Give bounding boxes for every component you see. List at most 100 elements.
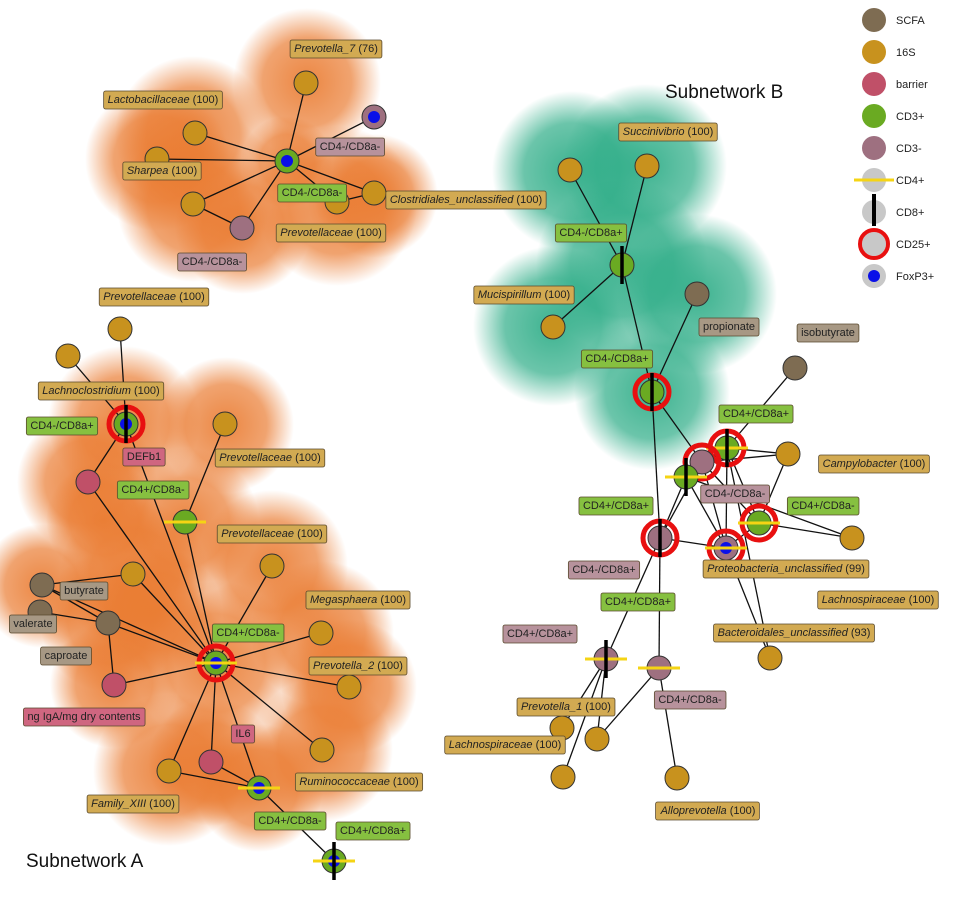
label-score: (100) — [146, 798, 175, 810]
node-m6[interactable] — [585, 640, 627, 678]
node-s_lacto[interactable] — [182, 120, 208, 146]
node-body — [782, 355, 808, 381]
label-L6: Clostridiales_unclassified (100) — [385, 190, 547, 210]
node-s_succ1[interactable] — [557, 157, 583, 183]
label-text: CD4+/CD8a- — [658, 694, 722, 706]
node-t1[interactable] — [274, 148, 300, 174]
legend-label: CD25+ — [896, 239, 931, 251]
node-b_defb1[interactable] — [75, 469, 101, 495]
node-t11[interactable] — [738, 503, 780, 543]
node-m7[interactable] — [638, 655, 680, 681]
node-body — [293, 70, 319, 96]
node-t5[interactable] — [238, 775, 280, 801]
node-m1[interactable] — [361, 104, 387, 130]
label-text: CD4-/CD8a- — [320, 141, 381, 153]
label-box — [177, 252, 247, 272]
label-taxon: Alloprevotella — [660, 805, 727, 817]
node-c_but[interactable] — [29, 572, 55, 598]
edge-t3-t4 — [184, 521, 217, 664]
label-L1: Prevotella_7 (76) — [289, 39, 383, 59]
node-s_lach_b2[interactable] — [550, 764, 576, 790]
label-box — [305, 590, 411, 610]
node-s_sharpea2[interactable] — [180, 191, 206, 217]
node-c_cap[interactable] — [95, 610, 121, 636]
legend-foxp3-dot — [868, 270, 880, 282]
node-s_fam[interactable] — [156, 758, 182, 784]
label-text: Prevotellaceae (100) — [219, 452, 321, 464]
label-box — [817, 590, 939, 610]
label-score: (100) — [897, 458, 926, 470]
label-L32: CD4-/CD8a+ — [580, 349, 654, 369]
node-s_prev1b[interactable] — [584, 726, 610, 752]
label-L13: Prevotellaceae (100) — [214, 448, 326, 468]
node-c_isob[interactable] — [782, 355, 808, 381]
edge-t4-s_mid_a — [132, 573, 217, 664]
legend-label: CD3- — [896, 143, 922, 155]
label-L11: CD4-/CD8a+ — [25, 416, 99, 436]
node-s_succ2[interactable] — [634, 153, 660, 179]
node-s_allo[interactable] — [664, 765, 690, 791]
label-L38: CD4+/CD8a- — [786, 496, 860, 516]
label-score: (100) — [168, 165, 197, 177]
node-s_muc[interactable] — [540, 314, 566, 340]
node-s_mega[interactable] — [308, 620, 334, 646]
node-t7[interactable] — [609, 246, 635, 284]
node-t6[interactable] — [313, 842, 355, 880]
label-taxon: Bacteroidales_unclassified — [718, 627, 849, 639]
node-s_clos[interactable] — [361, 180, 387, 206]
node-s_lach_a[interactable] — [55, 343, 81, 369]
node-s_prev2[interactable] — [336, 674, 362, 700]
node-s_lach_b1[interactable] — [839, 525, 865, 551]
label-text: Family_XIII (100) — [91, 798, 175, 810]
label-box — [580, 349, 654, 369]
legend-label: 16S — [896, 47, 916, 59]
label-text: Prevotellaceae (100) — [221, 528, 323, 540]
label-box — [122, 447, 166, 467]
node-s_mid_a[interactable] — [120, 561, 146, 587]
label-L31: propionate — [698, 317, 760, 337]
node-s_prev7[interactable] — [293, 70, 319, 96]
node-t10[interactable] — [665, 458, 707, 496]
node-s_bact[interactable] — [757, 645, 783, 671]
label-text: CD4-/CD8a- — [705, 488, 766, 500]
label-text: Lachnospiraceae (100) — [822, 594, 935, 606]
node-body — [336, 674, 362, 700]
label-L27: CD4+/CD8a+ — [335, 821, 411, 841]
legend-label: CD8+ — [896, 207, 924, 219]
node-s_pv_top[interactable] — [107, 316, 133, 342]
label-score: (100) — [190, 94, 219, 106]
node-s_prevC[interactable] — [259, 553, 285, 579]
label-box — [796, 323, 860, 343]
label-text: Bacteroidales_unclassified (93) — [718, 627, 871, 639]
label-L23: IL6 — [230, 724, 256, 744]
label-L2: Lactobacillaceae (100) — [103, 90, 223, 110]
node-s_rumi[interactable] — [309, 737, 335, 763]
node-t4[interactable] — [195, 643, 237, 683]
legend-item-cd4: CD4+ — [854, 168, 924, 192]
node-t8[interactable] — [632, 372, 672, 412]
node-m5[interactable] — [640, 518, 680, 558]
edge-t4-s_rumi — [215, 662, 323, 751]
node-c_prop[interactable] — [684, 281, 710, 307]
node-body — [229, 215, 255, 241]
node-b_il6[interactable] — [198, 749, 224, 775]
node-t3[interactable] — [164, 509, 206, 535]
legend-item-cd3m: CD3- — [862, 136, 922, 160]
node-t9[interactable] — [706, 428, 748, 468]
legend-item-cd25: CD25+ — [858, 228, 931, 260]
node-s_prevB[interactable] — [212, 411, 238, 437]
label-text: CD4-/CD8a+ — [572, 564, 635, 576]
node-s_camp[interactable] — [775, 441, 801, 467]
label-L16: butyrate — [59, 581, 109, 601]
label-taxon: Prevotellaceae — [219, 452, 292, 464]
label-box — [315, 137, 385, 157]
node-t2[interactable] — [106, 404, 146, 444]
label-taxon: Mucispirillum — [478, 289, 542, 301]
label-taxon: Prevotellaceae — [103, 291, 176, 303]
label-box — [713, 623, 875, 643]
label-taxon: Campylobacter — [823, 458, 898, 470]
node-b_ig[interactable] — [101, 672, 127, 698]
node-m2[interactable] — [229, 215, 255, 241]
label-box — [655, 801, 760, 821]
label-score: (100) — [685, 126, 714, 138]
